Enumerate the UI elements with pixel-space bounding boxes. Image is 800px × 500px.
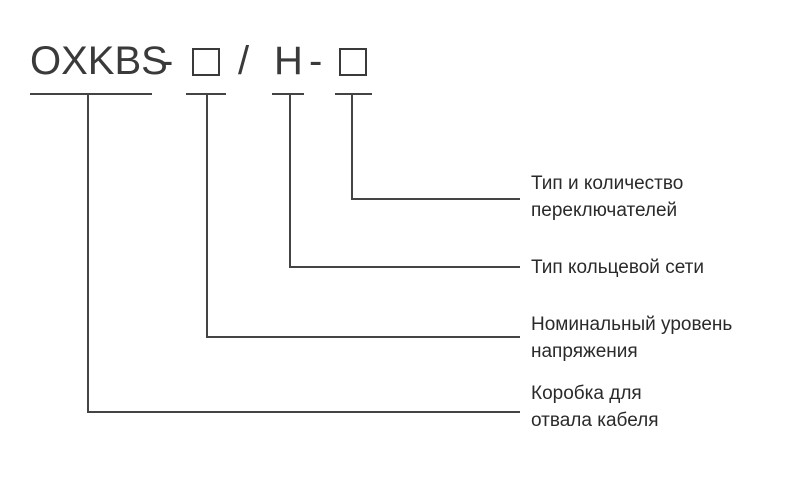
code-dash-1: - bbox=[160, 39, 174, 83]
label-ring-network: Тип кольцевой сети bbox=[531, 254, 704, 281]
label-voltage-line-2: напряжения bbox=[531, 341, 638, 362]
label-switches: Тип и количество переключателей bbox=[531, 170, 683, 224]
leader-switches bbox=[351, 94, 520, 200]
code-series: H bbox=[274, 39, 303, 83]
label-voltage-line-1: Номинальный уровень bbox=[531, 314, 733, 335]
label-cable-box-line-1: Коробка для bbox=[531, 383, 642, 404]
leader-ring-network bbox=[289, 94, 520, 268]
label-cable-box-line-2: отвала кабеля bbox=[531, 410, 659, 431]
code-dash-2: - bbox=[309, 39, 323, 83]
placeholder-box-voltage bbox=[192, 48, 220, 76]
label-cable-box: Коробка для отвала кабеля bbox=[531, 380, 659, 434]
placeholder-box-switches bbox=[339, 48, 367, 76]
code-prefix: OXKBS bbox=[30, 39, 168, 83]
leader-voltage bbox=[206, 94, 520, 338]
leader-cable-box bbox=[87, 94, 520, 413]
code-slash: / bbox=[238, 39, 250, 83]
label-switches-line-1: Тип и количество bbox=[531, 173, 684, 194]
label-switches-line-2: переключателей bbox=[531, 200, 678, 221]
label-ring-network-line-1: Тип кольцевой сети bbox=[531, 257, 704, 278]
label-voltage: Номинальный уровень напряжения bbox=[531, 311, 732, 365]
